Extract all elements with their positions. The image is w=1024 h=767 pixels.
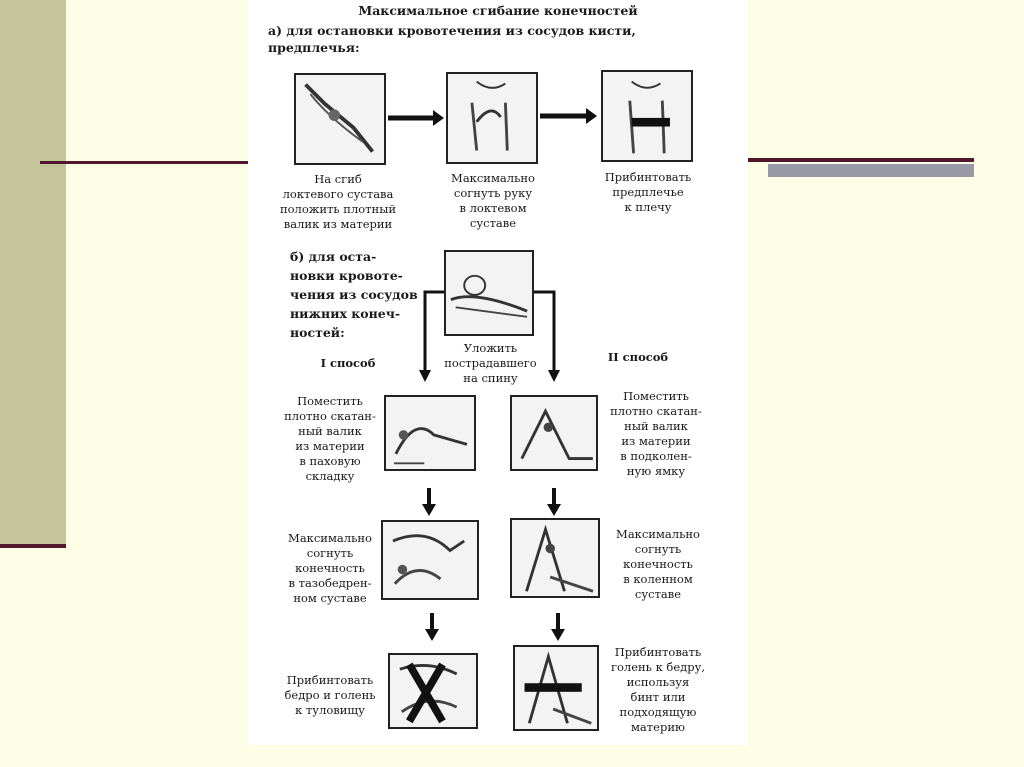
- method-2-step-2: Максимально согнуть конечность в коленно…: [598, 527, 718, 602]
- arm-flexed-image: [446, 72, 538, 164]
- arrow-a-2-head: [586, 108, 597, 124]
- method-2-label: II способ: [598, 350, 678, 365]
- method-2-step-3: Прибинтовать голень к бедру, используя б…: [598, 645, 718, 735]
- start-caption: Уложить пострадавшего на спину: [423, 341, 558, 386]
- section-a-heading: а) для остановки кровотечения из сосудов…: [268, 22, 738, 56]
- method-2-bandaged-image: [513, 645, 599, 731]
- first-aid-diagram-sheet: Максимальное сгибание конечностей а) для…: [248, 0, 748, 745]
- method-1-step-2: Максимально согнуть конечность в тазобед…: [270, 531, 390, 606]
- arm-bolster-image: [294, 73, 386, 165]
- slide-sidebar-bar: [0, 0, 66, 546]
- section-a-step-2: Максимально согнуть руку в локтевом суст…: [423, 171, 563, 231]
- method-1-label: I способ: [308, 356, 388, 371]
- arrow-m1-1-head: [422, 504, 436, 516]
- method-1-bolster-image: [384, 395, 476, 471]
- arrow-a-1-head: [433, 110, 444, 126]
- arrow-m1-2-head: [425, 629, 439, 641]
- patient-lying-image: [444, 250, 534, 336]
- sidebar-divider-line: [0, 544, 66, 548]
- method-1-step-1: Поместить плотно скатан- ный валик из ма…: [270, 394, 390, 484]
- method-1-bandaged-image: [388, 653, 478, 729]
- method-2-bolster-image: [510, 395, 598, 471]
- arrow-m2-1-head: [547, 504, 561, 516]
- method-2-flexed-image: [510, 518, 600, 598]
- slide-divider-left: [40, 161, 248, 164]
- arm-bandaged-image: [601, 70, 693, 162]
- method-1-step-3: Прибинтовать бедро и голень к туловищу: [270, 673, 390, 718]
- method-1-flexed-image: [381, 520, 479, 600]
- diagram-title: Максимальное сгибание конечностей: [308, 3, 688, 18]
- slide-divider-right: [748, 158, 974, 162]
- section-b-heading: б) для оста- новки кровоте- чения из сос…: [290, 247, 440, 342]
- section-a-step-3: Прибинтовать предплечье к плечу: [578, 170, 718, 215]
- method-2-step-1: Поместить плотно скатан- ный валик из ма…: [596, 389, 716, 479]
- section-a-step-1: На сгиб локтевого сустава положить плотн…: [268, 172, 408, 232]
- arrow-m2-2-head: [551, 629, 565, 641]
- slide-divider-right-shadow: [768, 164, 974, 177]
